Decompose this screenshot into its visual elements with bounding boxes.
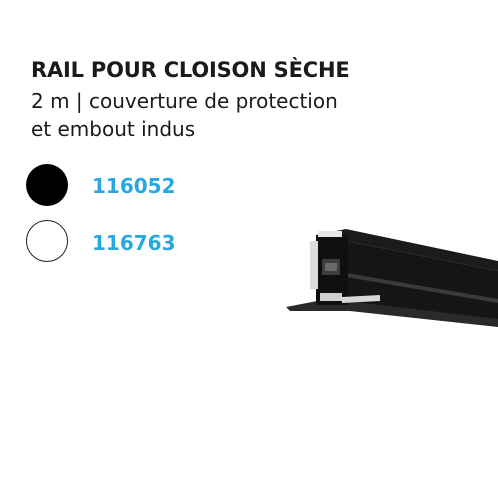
product-subtitle-line-1: 2 m | couverture de protection xyxy=(31,89,338,113)
rail-end-cap-top xyxy=(318,231,342,237)
rail-body xyxy=(346,241,498,319)
product-subtitle-line-2: et embout indus xyxy=(31,117,196,141)
rail-slot-inner xyxy=(325,263,337,271)
rail-top xyxy=(316,229,498,271)
color-swatch-white xyxy=(26,220,68,262)
rail-highlight xyxy=(346,273,498,303)
product-code-black: 116052 xyxy=(92,174,176,198)
rail-product-image xyxy=(286,229,498,327)
rail-end-cap-bottom xyxy=(320,293,342,301)
rail-end-cap-left xyxy=(310,241,318,289)
product-code-white: 116763 xyxy=(92,231,176,255)
color-swatch-black xyxy=(26,164,68,206)
rail-bottom-strip xyxy=(342,295,380,303)
product-title: RAIL POUR CLOISON SÈCHE xyxy=(31,58,350,82)
